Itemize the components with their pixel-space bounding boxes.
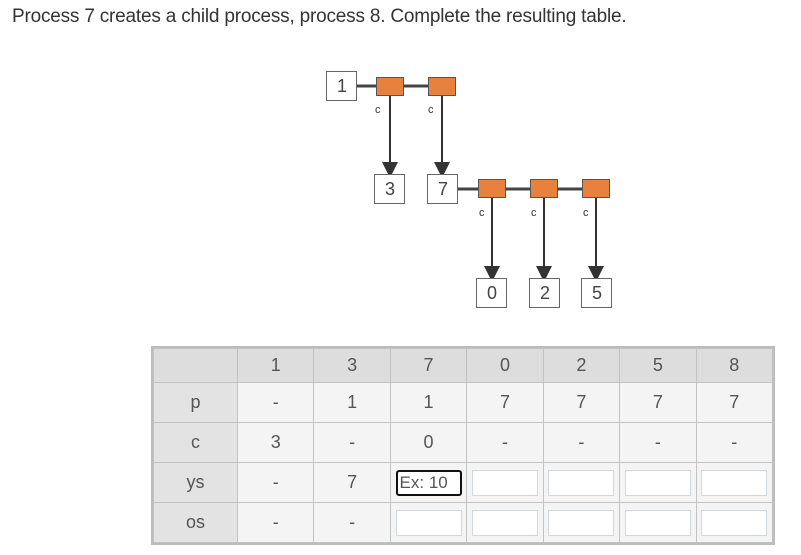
row-header: ys	[153, 462, 238, 503]
table-cell: -	[542, 422, 621, 463]
ys-input-5[interactable]	[624, 469, 691, 496]
table-cell: -	[236, 382, 315, 423]
process-tree-diagram: 1 3 7 0 2 5 c c c c c	[326, 71, 612, 308]
os-input-8[interactable]	[701, 509, 768, 536]
table-row-c: c 3 - 0 - - - -	[153, 422, 774, 463]
edge-label-7-2: c	[531, 207, 537, 219]
row-header: p	[153, 382, 238, 423]
row-header: os	[153, 502, 238, 543]
edge-label-1-7: c	[428, 104, 434, 116]
table-cell	[619, 462, 697, 503]
os-input-2[interactable]	[548, 509, 615, 536]
os-input-7[interactable]	[395, 509, 462, 536]
table-cell: 1	[389, 382, 468, 423]
table-cell: 7	[542, 382, 621, 423]
table-cell: -	[695, 422, 774, 463]
ys-input-2[interactable]	[548, 469, 615, 496]
table-cell: -	[236, 502, 315, 543]
ys-input-7[interactable]	[395, 469, 462, 496]
table-cell	[695, 462, 774, 503]
process-tree-graphics	[326, 71, 612, 308]
node-5: 5	[591, 283, 602, 303]
table-cell	[695, 502, 774, 543]
table-row-p: p - 1 1 7 7 7 7	[153, 382, 774, 423]
table-header-row: 1 3 7 0 2 5 8	[153, 348, 774, 383]
edge-label-1-3: c	[375, 104, 381, 116]
column-header: 2	[542, 348, 621, 383]
table-row-os: os - -	[153, 502, 774, 543]
os-input-0[interactable]	[471, 509, 538, 536]
table-cell: -	[619, 422, 697, 463]
node-1-box	[326, 71, 357, 101]
os-input-5[interactable]	[624, 509, 691, 536]
table-cell	[466, 502, 544, 543]
table-cell: -	[236, 462, 315, 503]
table-cell: 3	[236, 422, 315, 463]
table-cell	[542, 462, 621, 503]
node-0: 0	[486, 283, 497, 303]
edge-label-7-0: c	[479, 207, 485, 219]
process-table-container: 1 3 7 0 2 5 8 p - 1 1 7 7 7 7 c 3 - 0 - …	[151, 346, 775, 545]
table-cell: 1	[313, 382, 391, 423]
table-cell: 7	[695, 382, 774, 423]
ys-input-0[interactable]	[471, 469, 538, 496]
row-header: c	[153, 422, 238, 463]
column-header: 5	[619, 348, 697, 383]
column-header: 0	[466, 348, 544, 383]
edge-label-7-5: c	[583, 207, 589, 219]
node-7: 7	[437, 179, 448, 199]
table-cell: 7	[313, 462, 391, 503]
table-cell	[619, 502, 697, 543]
column-header: 3	[313, 348, 391, 383]
table-cell: 0	[389, 422, 468, 463]
table-cell	[389, 462, 468, 503]
table-cell: -	[313, 502, 391, 543]
column-header: 8	[695, 348, 774, 383]
table-cell: 7	[619, 382, 697, 423]
column-header: 7	[389, 348, 468, 383]
table-cell	[542, 502, 621, 543]
table-cell: -	[313, 422, 391, 463]
table-cell	[389, 502, 468, 543]
node-3: 3	[384, 179, 395, 199]
table-row-ys: ys - 7	[153, 462, 774, 503]
ys-input-8[interactable]	[701, 469, 768, 496]
corner-cell	[153, 348, 238, 383]
column-header: 1	[236, 348, 315, 383]
table-cell	[466, 462, 544, 503]
process-table: 1 3 7 0 2 5 8 p - 1 1 7 7 7 7 c 3 - 0 - …	[153, 348, 774, 543]
node-1: 1	[336, 76, 347, 96]
table-cell: 7	[466, 382, 544, 423]
question-prompt: Process 7 creates a child process, proce…	[12, 6, 627, 27]
table-cell: -	[466, 422, 544, 463]
node-2: 2	[539, 283, 550, 303]
